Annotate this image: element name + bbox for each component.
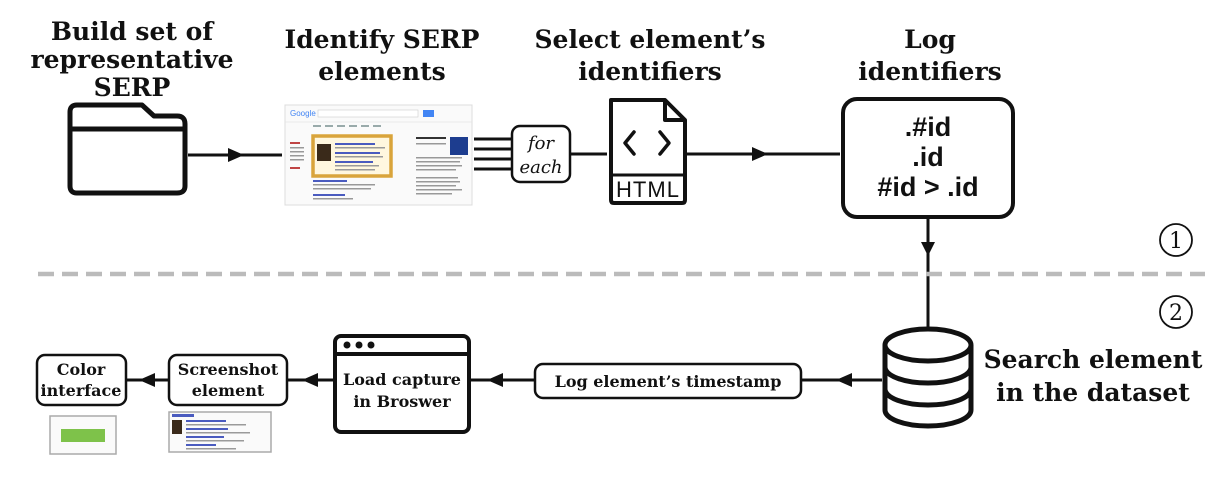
browser-label-line-2: in Broswer	[353, 392, 451, 411]
title-identify: Identify SERP elements	[285, 25, 480, 86]
title-build-set: Build set of representative SERP	[30, 17, 233, 102]
title-log-identifiers: Log identifiers	[858, 25, 1001, 86]
database-icon	[882, 326, 974, 429]
html-file-icon: HTML	[609, 98, 687, 205]
arrow-head-2	[752, 147, 768, 161]
element-thumbnail	[168, 411, 272, 453]
color-swatch	[61, 429, 105, 442]
browser-window-icon: Load capture in Broswer	[333, 334, 471, 434]
arrow-head-4	[836, 373, 852, 387]
screenshot-label-line-2: element	[192, 381, 265, 400]
title-select-line-2: identifiers	[578, 57, 721, 86]
title-build-line-2: representative	[30, 45, 233, 74]
search-title-line-2: in the dataset	[996, 378, 1190, 407]
color-label-line-2: interface	[41, 381, 122, 400]
title-identify-line-1: Identify SERP	[285, 25, 480, 54]
title-log-line-1: Log	[904, 25, 956, 54]
search-title-line-1: Search element	[984, 345, 1203, 374]
svg-text:2: 2	[1169, 301, 1183, 326]
title-log-line-2: identifiers	[858, 57, 1001, 86]
identifier-1: .#id	[905, 112, 952, 142]
arrow-head-5	[487, 373, 503, 387]
arrow-head-6	[302, 373, 318, 387]
browser-label-line-1: Load capture	[343, 370, 461, 389]
screenshot-box: Screenshot element	[167, 353, 289, 407]
log-timestamp-label: Log element’s timestamp	[555, 372, 782, 391]
title-search-element: Search element in the dataset	[984, 345, 1203, 407]
serp-logo: Google	[290, 109, 316, 118]
color-interface-box: Color interface	[35, 353, 128, 407]
for-each-box: for each	[510, 124, 572, 184]
title-select: Select element’s identifiers	[534, 25, 765, 86]
folder-icon	[67, 102, 188, 196]
html-label: HTML	[616, 177, 680, 202]
arrow-head-7	[139, 373, 155, 387]
for-each-line-2: each	[519, 157, 562, 178]
arrow-head-1	[228, 148, 244, 162]
log-timestamp-box: Log element’s timestamp	[533, 362, 803, 400]
color-label-line-1: Color	[57, 360, 106, 379]
title-select-line-1: Select element’s	[534, 25, 765, 54]
arrow-serp-to-foreach	[474, 137, 512, 171]
identifier-2: .id	[912, 142, 944, 172]
identifiers-box: .#id .id #id > .id	[841, 97, 1015, 219]
screenshot-label-line-1: Screenshot	[178, 360, 279, 379]
color-swatch-thumbnail	[49, 415, 117, 455]
step-marker-2: 2	[1159, 295, 1193, 329]
serp-thumbnail: Google	[284, 104, 473, 206]
step-marker-1: 1	[1159, 223, 1193, 257]
for-each-line-1: for	[526, 133, 555, 154]
svg-text:1: 1	[1169, 229, 1183, 254]
title-build-line-1: Build set of	[51, 17, 215, 46]
title-build-line-3: SERP	[94, 73, 171, 102]
arrow-head-3	[921, 242, 935, 256]
title-identify-line-2: elements	[318, 57, 445, 86]
identifier-3: #id > .id	[877, 172, 978, 202]
